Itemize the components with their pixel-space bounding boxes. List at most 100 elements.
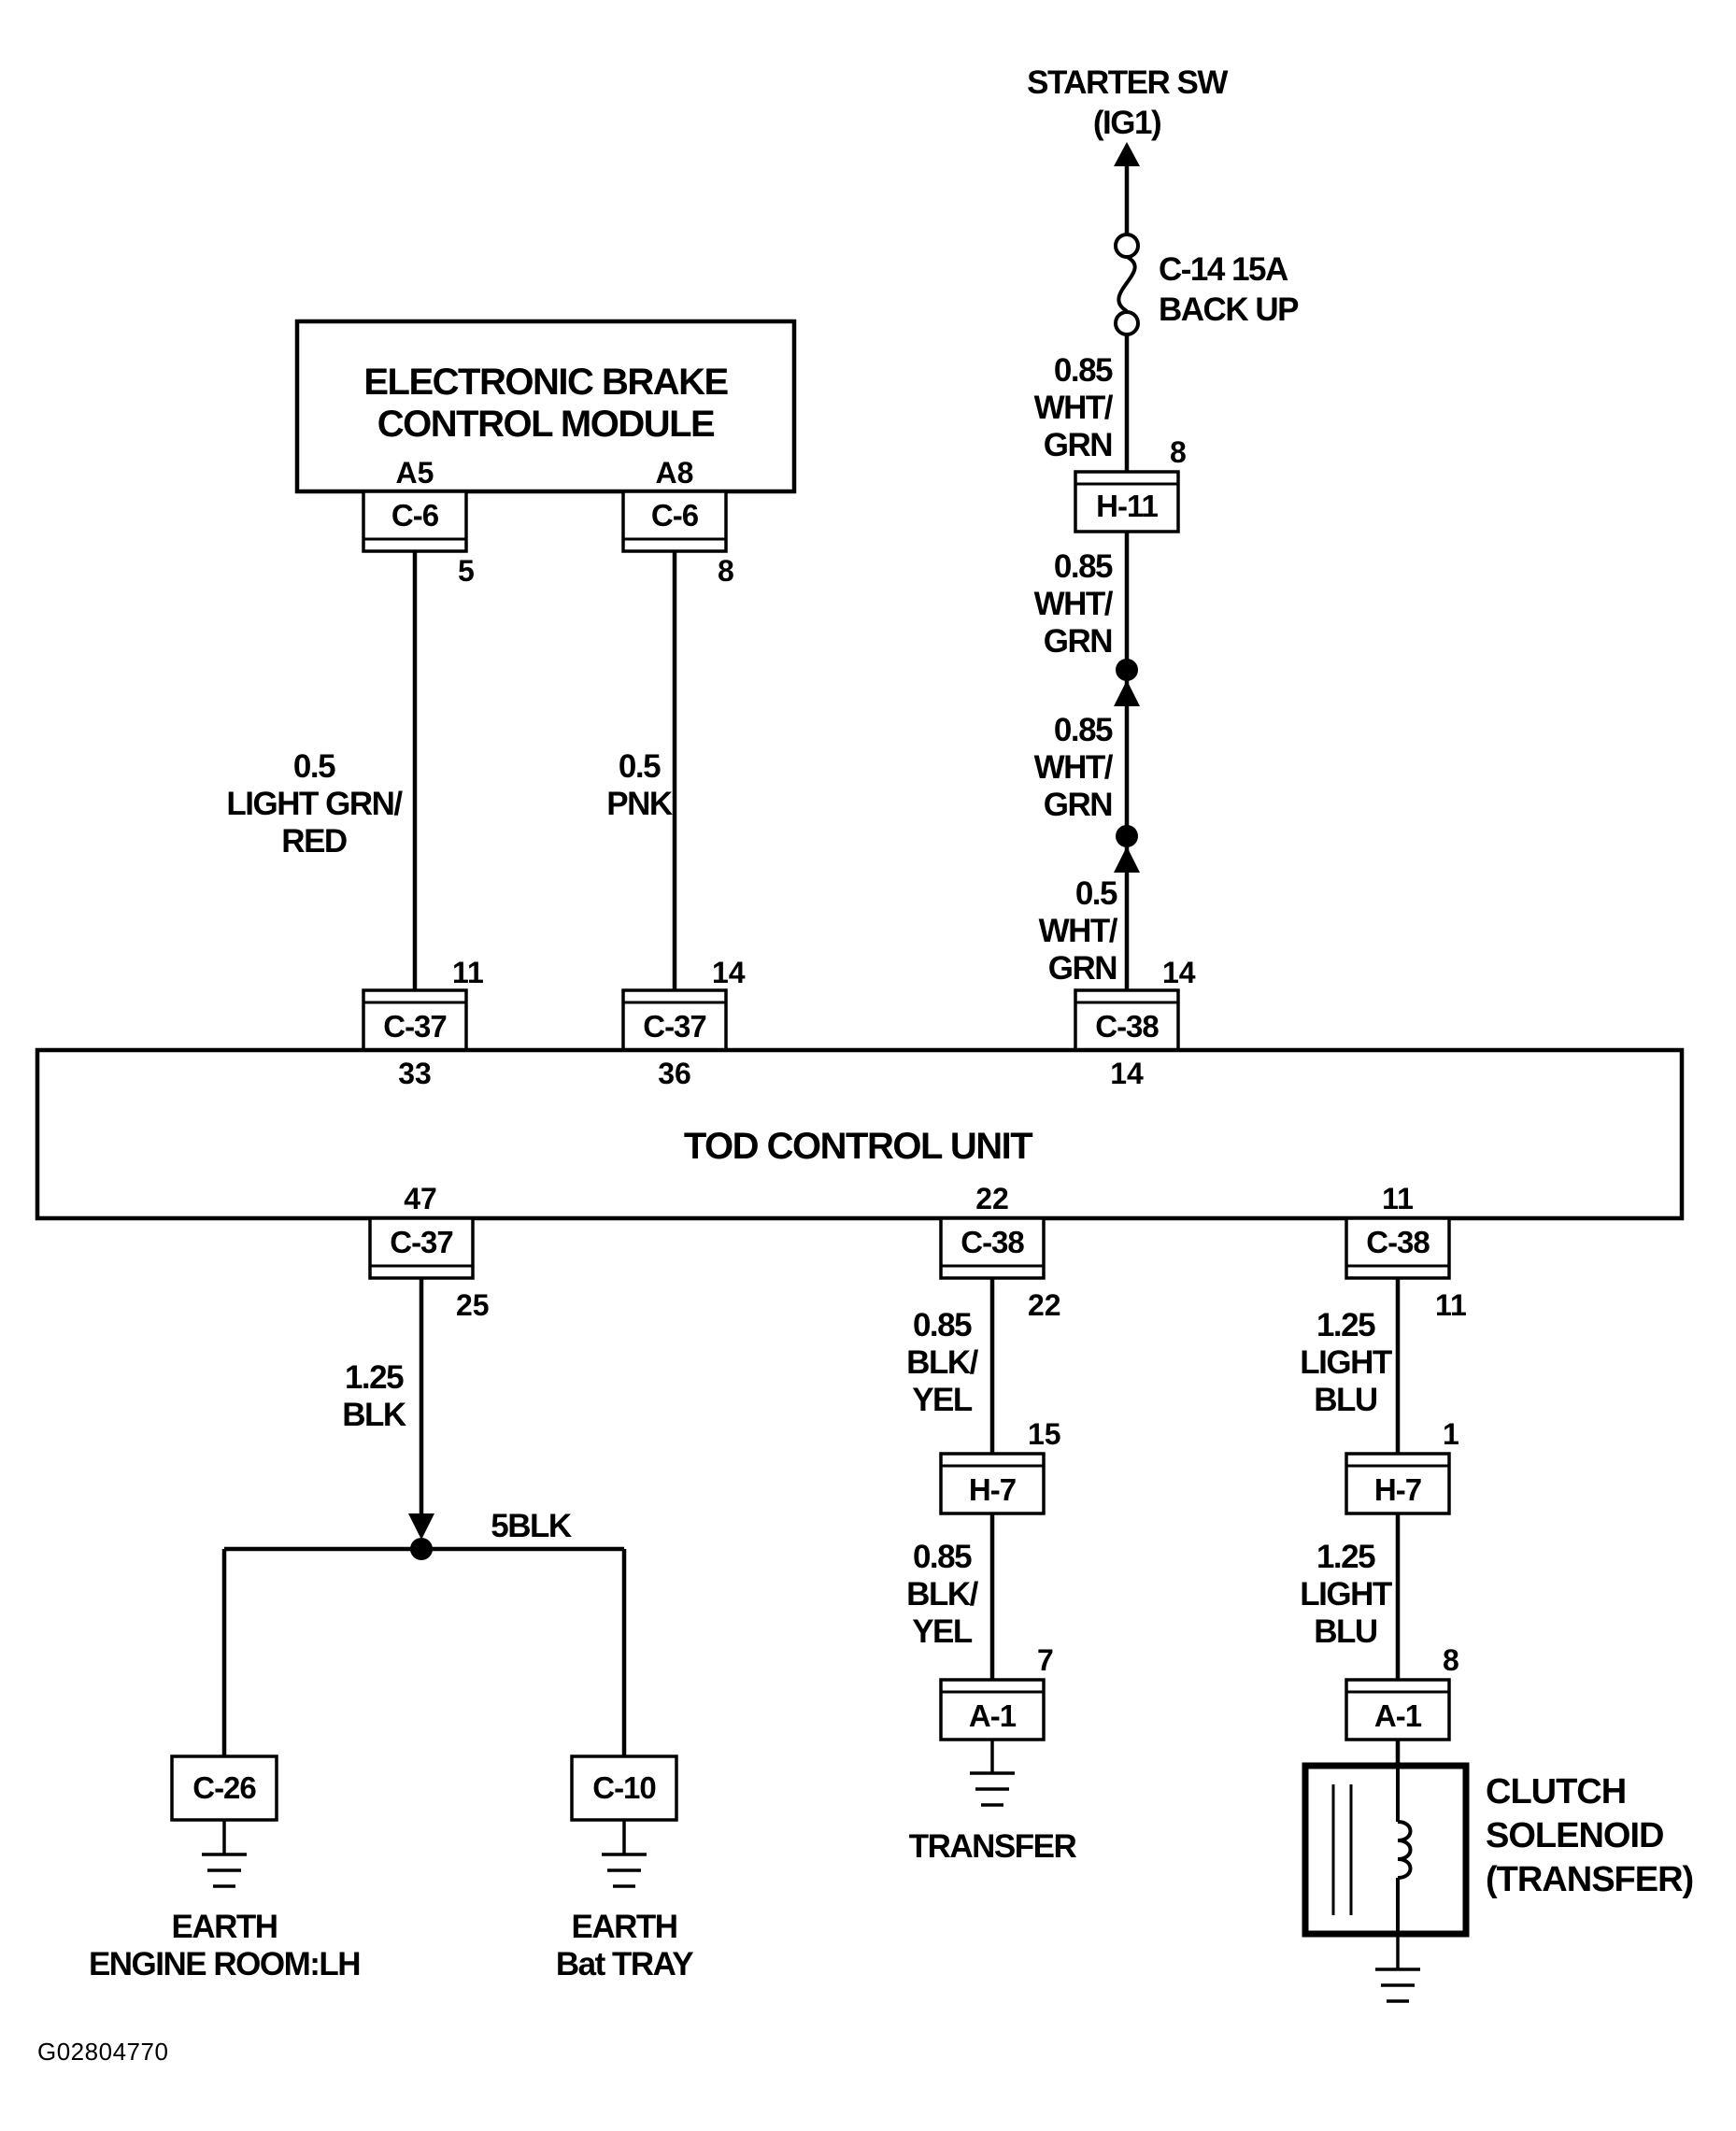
connector-c38-mid: C-38: [939, 1216, 1046, 1280]
solenoid-label: (TRANSFER): [1486, 1860, 1693, 1899]
wire-label: 0.5: [619, 748, 661, 785]
svg-text:H-7: H-7: [969, 1472, 1016, 1507]
pin-label: 11: [452, 956, 484, 989]
connector-c6-right: C-6: [621, 490, 728, 553]
ground-label: TRANSFER: [909, 1828, 1077, 1865]
wire-label: 5BLK: [491, 1508, 572, 1544]
ground-icon: [1375, 1934, 1420, 2003]
svg-text:H-11: H-11: [1096, 489, 1158, 523]
pin-label: 22: [1028, 1288, 1061, 1322]
connector-h11: H-11: [1074, 470, 1180, 533]
splice-dot: [1116, 825, 1138, 847]
svg-text:A-1: A-1: [969, 1698, 1017, 1733]
pin-label: 8: [718, 554, 734, 588]
wire-label: 0.85: [913, 1307, 972, 1343]
wire-label: LIGHT: [1300, 1344, 1392, 1381]
fuse-icon: [1114, 233, 1140, 336]
svg-text:C-6: C-6: [651, 498, 699, 533]
connector-c38-top: C-38: [1074, 988, 1180, 1052]
ebcm-title-1: ELECTRONIC BRAKE: [363, 362, 728, 403]
wire-label: YEL: [912, 1382, 973, 1418]
connector-c10: C-10: [570, 1755, 678, 1822]
svg-text:C-37: C-37: [643, 1009, 706, 1044]
wire-label: 0.85: [1054, 352, 1113, 389]
pin-label: 11: [1435, 1288, 1467, 1322]
pin-label: 8: [1443, 1643, 1459, 1677]
svg-text:C-37: C-37: [383, 1009, 447, 1044]
svg-text:A-1: A-1: [1374, 1698, 1422, 1733]
wire-label: 0.85: [913, 1539, 972, 1575]
flow-arrow-icon: [408, 1513, 434, 1540]
flow-arrow-icon: [1114, 680, 1140, 706]
solenoid-label: CLUTCH: [1486, 1772, 1626, 1811]
connector-c38-right: C-38: [1345, 1216, 1451, 1280]
ebcm-pin-a5: A5: [396, 456, 434, 490]
solenoid-label: SOLENOID: [1486, 1816, 1663, 1855]
wire-label: GRN: [1044, 787, 1112, 823]
connector-c6-left: C-6: [362, 490, 468, 553]
unit-pin: 33: [398, 1057, 432, 1090]
wire-label: BLU: [1314, 1382, 1377, 1418]
connector-c37-b: C-37: [621, 988, 728, 1052]
pin-label: 14: [1162, 956, 1196, 989]
pin-label: 15: [1028, 1417, 1061, 1451]
fuse-label-1: C-14 15A: [1159, 251, 1288, 288]
wire-label: RED: [281, 823, 347, 860]
wire-label: 0.85: [1054, 548, 1113, 585]
connector-c37-a: C-37: [362, 988, 468, 1052]
wire-label: WHT/: [1034, 390, 1114, 426]
pin-label: 25: [456, 1288, 490, 1322]
unit-pin: 47: [404, 1182, 437, 1215]
flow-arrow-icon: [1114, 846, 1140, 873]
wire-label: GRN: [1044, 427, 1112, 463]
svg-text:C-38: C-38: [1095, 1009, 1159, 1044]
wire-label: PNK: [606, 786, 673, 822]
pin-label: 1: [1443, 1417, 1459, 1451]
pin-label: 8: [1170, 435, 1187, 469]
ebcm-title-2: CONTROL MODULE: [377, 404, 715, 445]
pin-label: 5: [458, 554, 475, 588]
wire-label: GRN: [1048, 950, 1117, 987]
wire-label: WHT/: [1039, 913, 1118, 949]
wire-label: YEL: [912, 1613, 973, 1650]
source-title: STARTER SW: [1027, 64, 1228, 101]
wire-label: LIGHT GRN/: [226, 786, 403, 822]
connector-h7-mid: H-7: [939, 1452, 1046, 1515]
connector-h7-right: H-7: [1345, 1452, 1451, 1515]
tod-control-unit: [35, 1047, 1685, 1221]
wire-label: 1.25: [1316, 1307, 1375, 1343]
splice-dot: [1116, 659, 1138, 681]
wire-label: WHT/: [1034, 586, 1114, 622]
connector-a1-mid: A-1: [939, 1678, 1046, 1741]
wire-label: BLK/: [906, 1344, 978, 1381]
ground-icon: [202, 1820, 247, 1888]
wire-label: BLK/: [906, 1576, 978, 1612]
svg-text:C-38: C-38: [960, 1225, 1024, 1259]
unit-pin: 22: [975, 1182, 1009, 1215]
pin-label: 14: [712, 956, 746, 989]
wire-label: WHT/: [1034, 749, 1114, 786]
unit-pin: 14: [1110, 1057, 1144, 1090]
starter-arrow-icon: [1114, 142, 1140, 166]
source-sub: (IG1): [1093, 105, 1160, 141]
ground-icon: [970, 1740, 1015, 1807]
connector-c37-bottom: C-37: [368, 1216, 475, 1280]
connector-c26: C-26: [170, 1755, 278, 1822]
ground-icon: [602, 1820, 647, 1888]
wire-label: BLU: [1314, 1613, 1377, 1650]
svg-text:C-6: C-6: [391, 498, 439, 533]
wire-label: LIGHT: [1300, 1576, 1392, 1612]
svg-text:C-10: C-10: [592, 1770, 656, 1805]
pin-label: 7: [1037, 1643, 1054, 1677]
svg-text:C-38: C-38: [1366, 1225, 1430, 1259]
fuse-label-2: BACK UP: [1159, 291, 1299, 328]
ground-label: EARTH: [571, 1909, 676, 1945]
wire-label: GRN: [1044, 623, 1112, 660]
unit-pin: 36: [658, 1057, 691, 1090]
clutch-solenoid-icon: [1302, 1762, 1470, 1938]
ebcm-pin-a8: A8: [656, 456, 694, 490]
ground-label: EARTH: [171, 1909, 277, 1945]
wire-label: 1.25: [345, 1359, 404, 1396]
